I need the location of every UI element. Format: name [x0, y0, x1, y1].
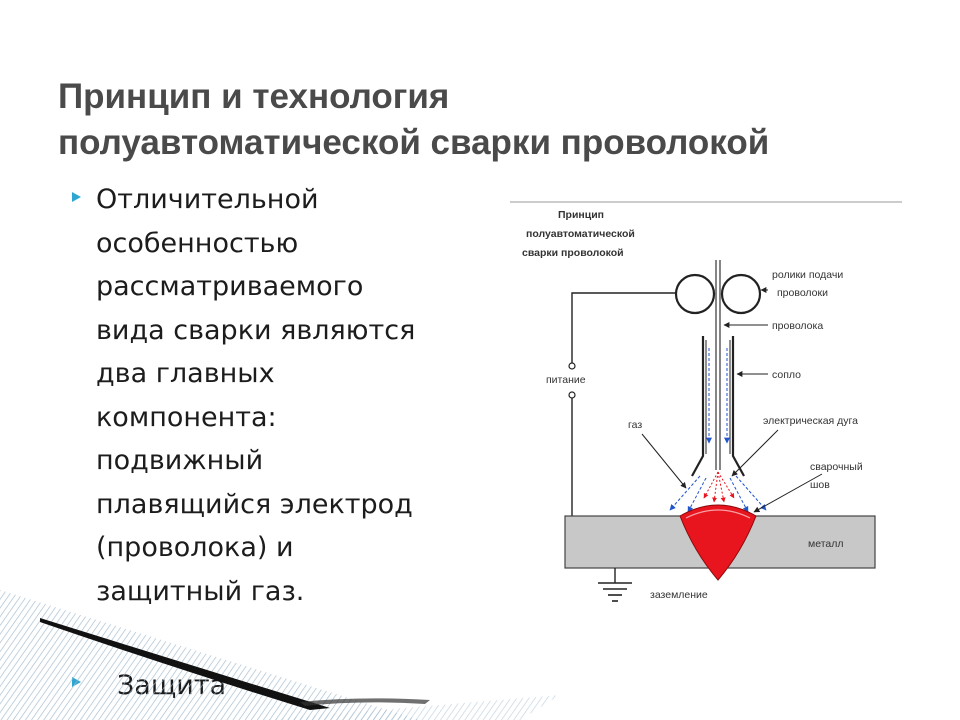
- weld-pool-highlight: [685, 509, 751, 519]
- label-metal: металл: [808, 538, 844, 550]
- arc-spark: [717, 471, 735, 499]
- gas-pointer-arrow: [641, 433, 687, 489]
- welding-diagram: Принцип полуавтоматической сварки провол…: [510, 198, 902, 623]
- bullet-1-line: плавящийся электрод: [96, 488, 413, 520]
- label-nozzle: сопло: [772, 369, 801, 381]
- feed-roller-right: [720, 273, 762, 315]
- arc-spark: [712, 471, 719, 503]
- diagram-title-line3: сварки проволокой: [522, 247, 624, 259]
- arc-pointer-arrow: [731, 429, 779, 477]
- diagram-title-line1: Принцип: [558, 209, 604, 221]
- gas-spread-arrow: [687, 477, 707, 513]
- label-seam-line2: шов: [810, 479, 830, 491]
- bullet-1-line: особенностью: [96, 227, 299, 259]
- arc-spark: [703, 471, 719, 499]
- power-wire-top: [571, 292, 676, 363]
- slide-title-line1: Принцип и технология: [58, 77, 450, 116]
- bullet-1-line: подвижный: [96, 445, 264, 476]
- diagram-title-line2: полуавтоматической: [526, 228, 635, 240]
- bullet-1-line: компонента:: [96, 401, 277, 433]
- bullet-marker-icon: [72, 677, 81, 687]
- welding-diagram-svg: Принцип полуавтоматической сварки провол…: [510, 201, 902, 602]
- nozzle-wall-right: [731, 336, 745, 477]
- bullet-2-line: Защита: [117, 670, 227, 701]
- power-terminal-top: [568, 362, 576, 370]
- label-seam-line1: сварочный: [810, 461, 863, 473]
- label-arc: электрическая дуга: [763, 415, 858, 427]
- slide-title: Принцип и технология полуавтоматической …: [58, 74, 938, 166]
- seam-pointer-arrow: [753, 473, 823, 513]
- label-power: питание: [546, 374, 586, 386]
- feed-roller-left: [674, 273, 716, 315]
- nozzle-wall-left: [691, 336, 705, 477]
- gas-spread-arrow: [735, 475, 767, 511]
- bullet-1-line: вида сварки являются: [96, 314, 416, 346]
- slide-title-line2: полуавтоматической сварки проволокой: [58, 123, 770, 162]
- bullet-1-line: защитный газ.: [96, 575, 305, 607]
- arc-spark: [717, 471, 726, 503]
- weld-pool: [679, 504, 757, 581]
- label-ground: заземление: [650, 589, 708, 601]
- bullet-text-2: Защита: [117, 664, 417, 708]
- bullet-1-line: Отличительной: [96, 184, 319, 215]
- bullet-1-line: два главных: [96, 358, 275, 389]
- bullet-marker-icon: [72, 192, 81, 202]
- power-terminal-bottom: [568, 391, 576, 399]
- gas-spread-arrow: [729, 477, 749, 513]
- label-wire: проволока: [772, 320, 823, 332]
- label-gas: газ: [628, 419, 642, 431]
- label-rollers-line2: проволоки: [777, 287, 828, 299]
- bullet-text-1: Отличительной особенностью рассматриваем…: [96, 178, 486, 613]
- gas-spread-arrow: [669, 475, 701, 511]
- bullet-1-line: (проволока) и: [96, 532, 294, 563]
- label-rollers-line1: ролики подачи: [772, 269, 843, 281]
- bullet-1-line: рассматриваемого: [96, 271, 364, 302]
